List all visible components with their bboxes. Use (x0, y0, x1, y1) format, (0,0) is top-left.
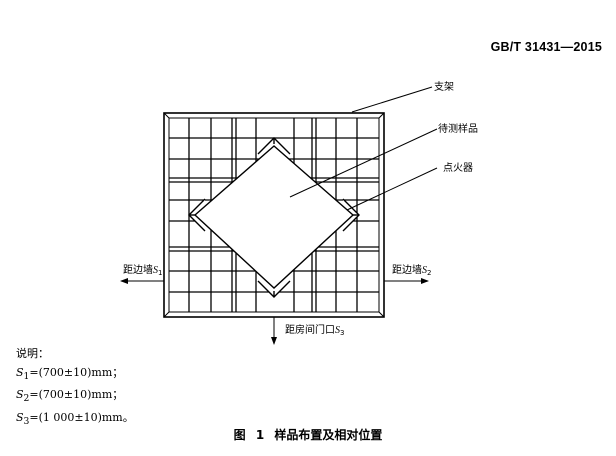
specimen-square (193, 145, 355, 289)
label-specimen: 待测样品 (438, 122, 478, 135)
note-item-s2: S2=(700±10)mm； (16, 388, 124, 405)
note-item-s3: S3=(1 000±10)mm。 (16, 410, 134, 428)
label-support: 支架 (434, 81, 454, 93)
specimen-layout-figure: 支架 待测样品 点火器 距边墙S1 距边墙S2 距房间门口S3 (120, 81, 478, 345)
label-wall-s1: 距边墙S1 (123, 263, 162, 277)
label-igniter: 点火器 (443, 162, 473, 174)
figure-caption: 图 1 样品布置及相对位置 (233, 428, 383, 442)
notes-title: 说明： (16, 347, 49, 360)
label-wall-s2: 距边墙S2 (392, 263, 431, 277)
note-item-s1: S1=(700±10)mm； (16, 365, 124, 382)
standard-code: GB/T 31431—2015 (490, 40, 602, 54)
label-door-s3: 距房间门口S3 (285, 323, 344, 337)
notes-block: 说明： S1=(700±10)mm； S2=(700±10)mm； S3=(1 … (16, 345, 134, 432)
leader-lines (289, 86, 438, 211)
